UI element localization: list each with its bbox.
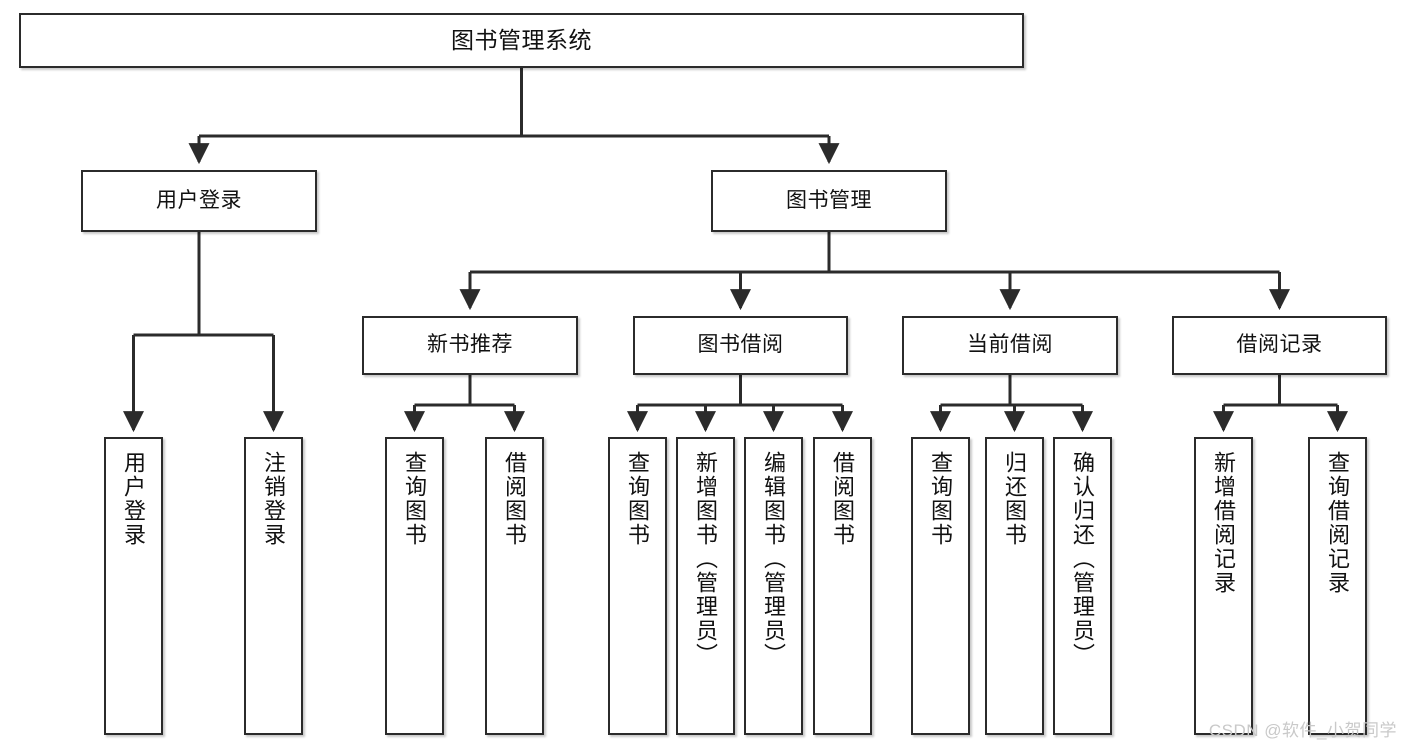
node-book-borrow[interactable]: 图书借阅: [633, 316, 848, 375]
node-new-book-recommend[interactable]: 新书推荐: [362, 316, 578, 375]
watermark-text: CSDN @软件_小贺同学: [1208, 721, 1397, 740]
node-leaf-add-book[interactable]: 新增图书（管理员）: [676, 437, 735, 735]
node-current-borrow[interactable]: 当前借阅: [902, 316, 1118, 375]
node-leaf-user-login-label: 用户登录: [121, 451, 147, 547]
node-leaf-logout[interactable]: 注销登录: [244, 437, 303, 735]
node-leaf-edit-book[interactable]: 编辑图书（管理员）: [744, 437, 803, 735]
node-root-label: 图书管理系统: [451, 26, 592, 53]
node-leaf-add-record-label: 新增借阅记录: [1211, 451, 1237, 595]
node-leaf-confirm-return-label: 确认归还（管理员）: [1070, 451, 1096, 667]
node-leaf-confirm-return[interactable]: 确认归还（管理员）: [1053, 437, 1112, 735]
node-root[interactable]: 图书管理系统: [19, 13, 1024, 68]
node-book-management[interactable]: 图书管理: [711, 170, 947, 232]
node-leaf-user-login[interactable]: 用户登录: [104, 437, 163, 735]
node-leaf-borrow-book-2-label: 借阅图书: [830, 451, 856, 547]
node-leaf-add-record[interactable]: 新增借阅记录: [1194, 437, 1253, 735]
node-borrow-record-label: 借阅记录: [1236, 333, 1323, 357]
node-user-login-label: 用户登录: [156, 188, 242, 212]
node-leaf-return-book-label: 归还图书: [1002, 451, 1028, 547]
node-leaf-query-book-2-label: 查询图书: [625, 451, 651, 547]
node-leaf-query-record[interactable]: 查询借阅记录: [1308, 437, 1367, 735]
node-leaf-edit-book-label: 编辑图书（管理员）: [761, 451, 787, 667]
node-book-borrow-label: 图书借阅: [697, 333, 784, 357]
node-user-login[interactable]: 用户登录: [81, 170, 317, 232]
node-leaf-query-book-1-label: 查询图书: [402, 451, 428, 547]
node-leaf-query-book-3[interactable]: 查询图书: [911, 437, 970, 735]
node-current-borrow-label: 当前借阅: [967, 333, 1053, 357]
node-leaf-query-book-3-label: 查询图书: [928, 451, 954, 547]
node-book-management-label: 图书管理: [786, 188, 872, 212]
node-leaf-return-book[interactable]: 归还图书: [985, 437, 1044, 735]
node-leaf-borrow-book-1-label: 借阅图书: [502, 451, 528, 547]
node-new-book-recommend-label: 新书推荐: [427, 333, 513, 357]
node-leaf-query-book-1[interactable]: 查询图书: [385, 437, 444, 735]
node-leaf-add-book-label: 新增图书（管理员）: [693, 451, 719, 667]
node-borrow-record[interactable]: 借阅记录: [1172, 316, 1387, 375]
node-leaf-logout-label: 注销登录: [261, 451, 287, 547]
node-leaf-query-record-label: 查询借阅记录: [1325, 451, 1351, 595]
node-leaf-query-book-2[interactable]: 查询图书: [608, 437, 667, 735]
node-leaf-borrow-book-2[interactable]: 借阅图书: [813, 437, 872, 735]
node-leaf-borrow-book-1[interactable]: 借阅图书: [485, 437, 544, 735]
